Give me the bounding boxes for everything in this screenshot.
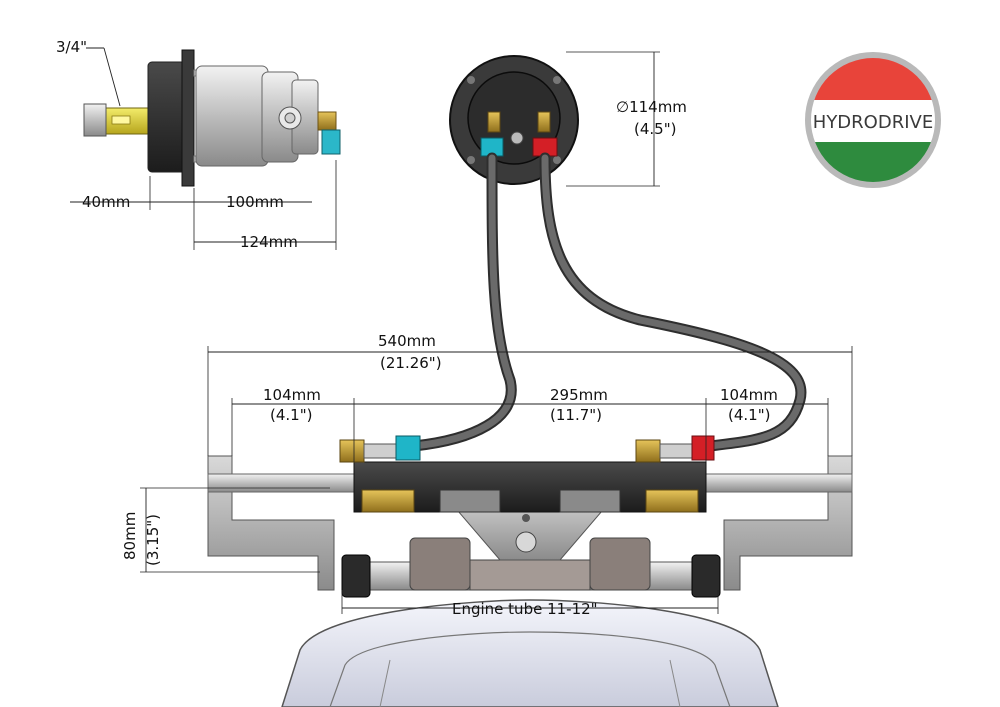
pump-fitting-blue <box>321 129 341 155</box>
pump-nut <box>83 103 107 137</box>
pump-body-dim-label: 100mm <box>226 193 284 211</box>
bezel-diameter-in: (4.5") <box>634 120 676 138</box>
overall-length-mm: 540mm <box>378 332 436 350</box>
pump-total-dim-label: 124mm <box>240 233 298 251</box>
engine-cowl <box>281 599 779 707</box>
overall-length-in: (21.26") <box>380 354 442 372</box>
right-stroke-in: (4.1") <box>728 406 770 424</box>
center-length-in: (11.7") <box>550 406 602 424</box>
helm-bezel: ∅114mm (4.5") <box>449 51 687 187</box>
height-in: (3.15") <box>144 514 162 566</box>
cylinder-dimensions: 540mm (21.26") 104mm (4.1") 295mm (11.7"… <box>121 332 853 618</box>
left-stroke-mm: 104mm <box>263 386 321 404</box>
steering-cylinder <box>207 435 853 598</box>
cylinder-fitting-blue <box>395 435 421 461</box>
pump-flange-dim-label: 40mm <box>82 193 130 211</box>
cylinder-fitting-red <box>691 435 715 461</box>
pump-shaft-size-label: 3/4" <box>56 38 87 56</box>
height-mm: 80mm <box>121 512 139 560</box>
center-length-mm: 295mm <box>550 386 608 404</box>
hydraulic-hoses <box>408 152 807 452</box>
bezel-diameter-mm: ∅114mm <box>616 98 687 116</box>
pump-body <box>195 65 269 167</box>
hydrodrive-logo: HYDRODRIVE <box>805 52 941 188</box>
logo-text: HYDRODRIVE <box>813 112 933 133</box>
helm-pump: 3/4" 40mm 100mm 124mm <box>56 38 341 251</box>
pump-flange <box>147 61 187 173</box>
left-stroke-in: (4.1") <box>270 406 312 424</box>
engine-tube-label: Engine tube 11-12" <box>452 600 598 618</box>
right-stroke-mm: 104mm <box>720 386 778 404</box>
